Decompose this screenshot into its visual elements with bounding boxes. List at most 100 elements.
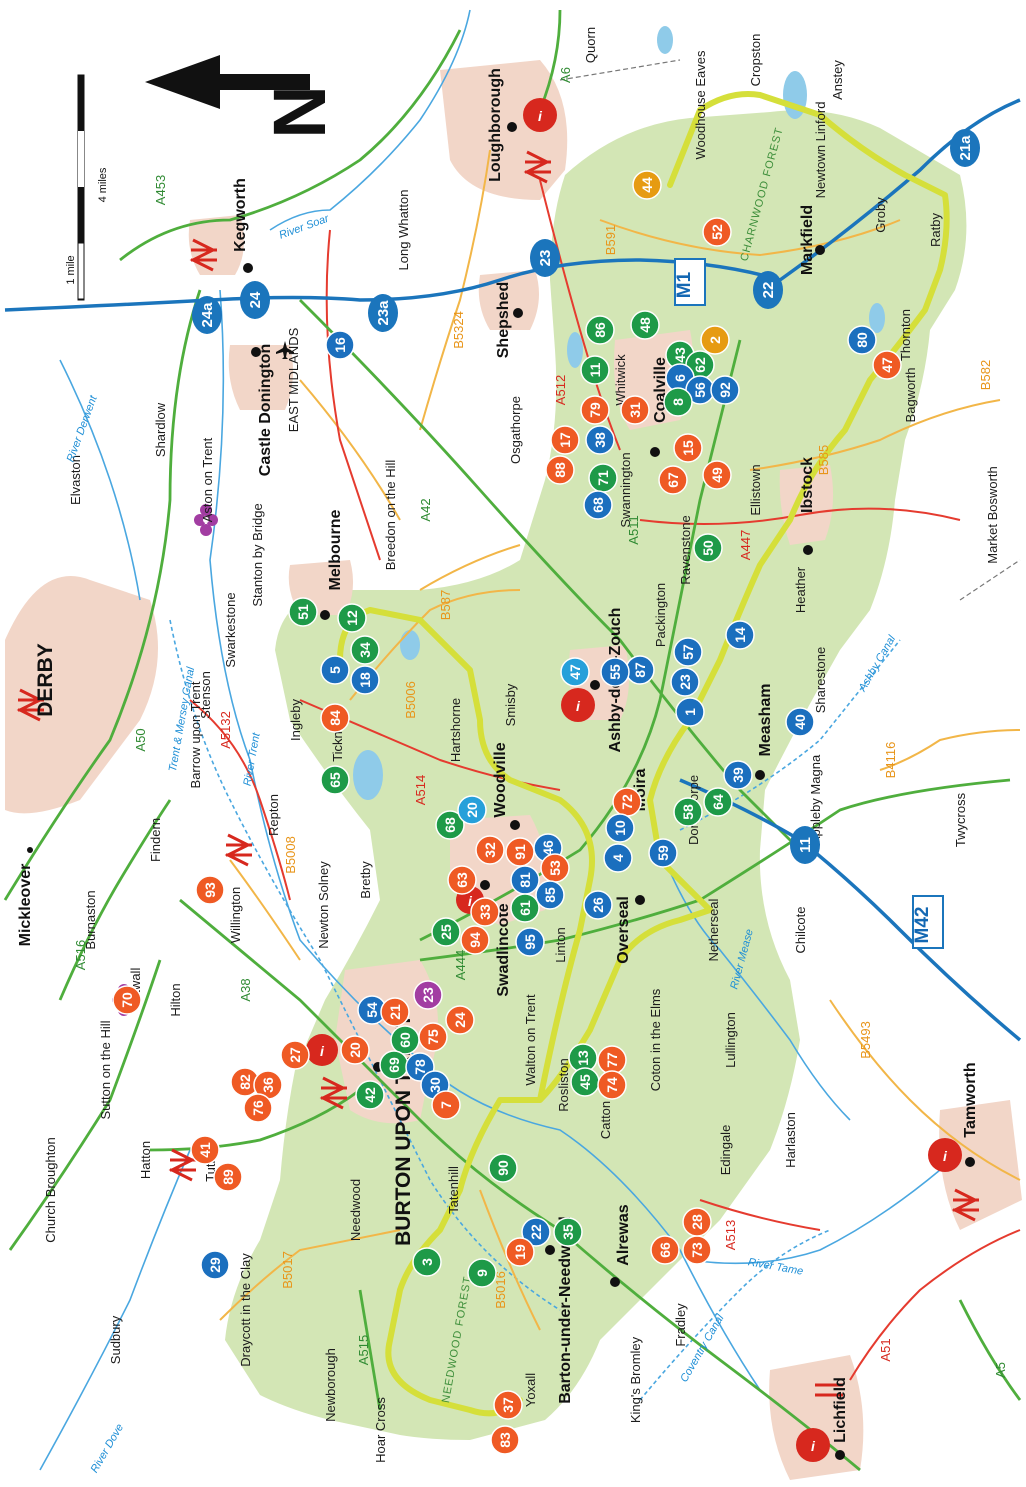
route-marker-49[interactable]: 49 <box>702 460 732 490</box>
north-indicator: N <box>145 55 341 139</box>
route-marker-42[interactable]: 42 <box>355 1080 385 1110</box>
route-marker-20[interactable]: 20 <box>457 795 487 825</box>
route-marker-52[interactable]: 52 <box>702 217 732 247</box>
route-marker-15[interactable]: 15 <box>673 433 703 463</box>
motorway-junction-22: 22 <box>753 271 783 309</box>
route-marker-82[interactable]: 82 <box>230 1067 260 1097</box>
route-marker-22[interactable]: 22 <box>521 1217 551 1247</box>
route-marker-90[interactable]: 90 <box>488 1153 518 1183</box>
route-marker-58[interactable]: 58 <box>673 797 703 827</box>
road-label: B5016 <box>493 1271 508 1309</box>
label-castle-donington: Castle Donington <box>257 344 274 476</box>
route-marker-89[interactable]: 89 <box>213 1162 243 1192</box>
route-marker-69[interactable]: 69 <box>379 1050 409 1080</box>
route-marker-23[interactable]: 23 <box>670 667 700 697</box>
route-marker-17[interactable]: 17 <box>550 425 580 455</box>
route-marker-1[interactable]: 1 <box>675 697 705 727</box>
route-marker-25[interactable]: 25 <box>431 917 461 947</box>
route-marker-47[interactable]: 47 <box>872 350 902 380</box>
route-marker-27[interactable]: 27 <box>280 1040 310 1070</box>
label-village: Needwood <box>348 1179 363 1241</box>
b5493-line <box>829 999 1021 1181</box>
route-marker-48[interactable]: 48 <box>630 310 660 340</box>
m42-shield <box>912 895 944 949</box>
route-marker-12[interactable]: 12 <box>337 603 367 633</box>
route-marker-10[interactable]: 10 <box>605 813 635 843</box>
route-marker-68[interactable]: 68 <box>583 490 613 520</box>
route-marker-24[interactable]: 24 <box>445 1005 475 1035</box>
route-marker-63[interactable]: 63 <box>447 865 477 895</box>
route-marker-94[interactable]: 94 <box>460 925 490 955</box>
route-marker-3[interactable]: 3 <box>412 1247 442 1277</box>
route-marker-18[interactable]: 18 <box>350 665 380 695</box>
route-marker-32[interactable]: 32 <box>475 835 505 865</box>
route-marker-50[interactable]: 50 <box>693 533 723 563</box>
route-marker-36[interactable]: 36 <box>253 1070 283 1100</box>
route-marker-19[interactable]: 19 <box>505 1237 535 1267</box>
route-marker-70[interactable]: 70 <box>112 985 142 1015</box>
route-marker-31[interactable]: 31 <box>620 395 650 425</box>
route-marker-74[interactable]: 74 <box>597 1070 627 1100</box>
route-marker-47[interactable]: 47 <box>560 657 590 687</box>
route-marker-93[interactable]: 93 <box>195 875 225 905</box>
route-marker-39[interactable]: 39 <box>723 760 753 790</box>
route-marker-16[interactable]: 16 <box>325 330 355 360</box>
route-marker-95[interactable]: 95 <box>515 927 545 957</box>
route-marker-57[interactable]: 57 <box>673 637 703 667</box>
route-marker-92[interactable]: 92 <box>710 375 740 405</box>
route-marker-7[interactable]: 7 <box>431 1090 461 1120</box>
route-marker-38[interactable]: 38 <box>585 425 615 455</box>
route-marker-88[interactable]: 88 <box>545 455 575 485</box>
route-marker-20[interactable]: 20 <box>340 1035 370 1065</box>
label-village: Cropston <box>748 34 763 87</box>
route-marker-61[interactable]: 61 <box>510 893 540 923</box>
route-marker-91[interactable]: 91 <box>505 837 535 867</box>
route-marker-72[interactable]: 72 <box>612 787 642 817</box>
route-marker-65[interactable]: 65 <box>320 765 350 795</box>
route-marker-51[interactable]: 51 <box>288 597 318 627</box>
route-marker-41[interactable]: 41 <box>190 1135 220 1165</box>
route-marker-34[interactable]: 34 <box>350 635 380 665</box>
route-marker-60[interactable]: 60 <box>390 1025 420 1055</box>
route-marker-4[interactable]: 4 <box>603 843 633 873</box>
route-marker-44[interactable]: 44 <box>632 170 662 200</box>
route-marker-13[interactable]: 13 <box>568 1043 598 1073</box>
route-marker-79[interactable]: 79 <box>580 395 610 425</box>
route-marker-2[interactable]: 2 <box>700 325 730 355</box>
svg-text:92: 92 <box>717 382 733 398</box>
route-marker-11[interactable]: 11 <box>580 355 610 385</box>
route-marker-77[interactable]: 77 <box>597 1045 627 1075</box>
route-marker-71[interactable]: 71 <box>588 463 618 493</box>
route-marker-75[interactable]: 75 <box>418 1022 448 1052</box>
route-marker-59[interactable]: 59 <box>648 838 678 868</box>
route-marker-85[interactable]: 85 <box>535 880 565 910</box>
route-marker-68[interactable]: 68 <box>435 810 465 840</box>
route-marker-67[interactable]: 67 <box>658 465 688 495</box>
route-marker-81[interactable]: 81 <box>510 865 540 895</box>
route-marker-40[interactable]: 40 <box>785 707 815 737</box>
route-marker-73[interactable]: 73 <box>682 1235 712 1265</box>
route-marker-53[interactable]: 53 <box>540 853 570 883</box>
route-marker-28[interactable]: 28 <box>682 1207 712 1237</box>
route-marker-66[interactable]: 66 <box>650 1235 680 1265</box>
route-marker-21[interactable]: 21 <box>380 997 410 1027</box>
route-marker-80[interactable]: 80 <box>847 325 877 355</box>
route-marker-64[interactable]: 64 <box>703 787 733 817</box>
route-marker-26[interactable]: 26 <box>583 890 613 920</box>
route-marker-84[interactable]: 84 <box>320 703 350 733</box>
route-marker-5[interactable]: 5 <box>320 655 350 685</box>
route-marker-9[interactable]: 9 <box>467 1258 497 1288</box>
route-marker-83[interactable]: 83 <box>490 1425 520 1455</box>
route-marker-35[interactable]: 35 <box>553 1217 583 1247</box>
route-marker-8[interactable]: 8 <box>663 387 693 417</box>
route-marker-29[interactable]: 29 <box>200 1250 230 1280</box>
route-marker-23[interactable]: 23 <box>413 980 443 1010</box>
route-marker-87[interactable]: 87 <box>625 655 655 685</box>
route-marker-33[interactable]: 33 <box>470 897 500 927</box>
route-marker-37[interactable]: 37 <box>493 1390 523 1420</box>
route-marker-76[interactable]: 76 <box>243 1093 273 1123</box>
route-marker-55[interactable]: 55 <box>600 657 630 687</box>
route-marker-86[interactable]: 86 <box>585 315 615 345</box>
route-marker-45[interactable]: 45 <box>570 1067 600 1097</box>
route-marker-14[interactable]: 14 <box>725 620 755 650</box>
